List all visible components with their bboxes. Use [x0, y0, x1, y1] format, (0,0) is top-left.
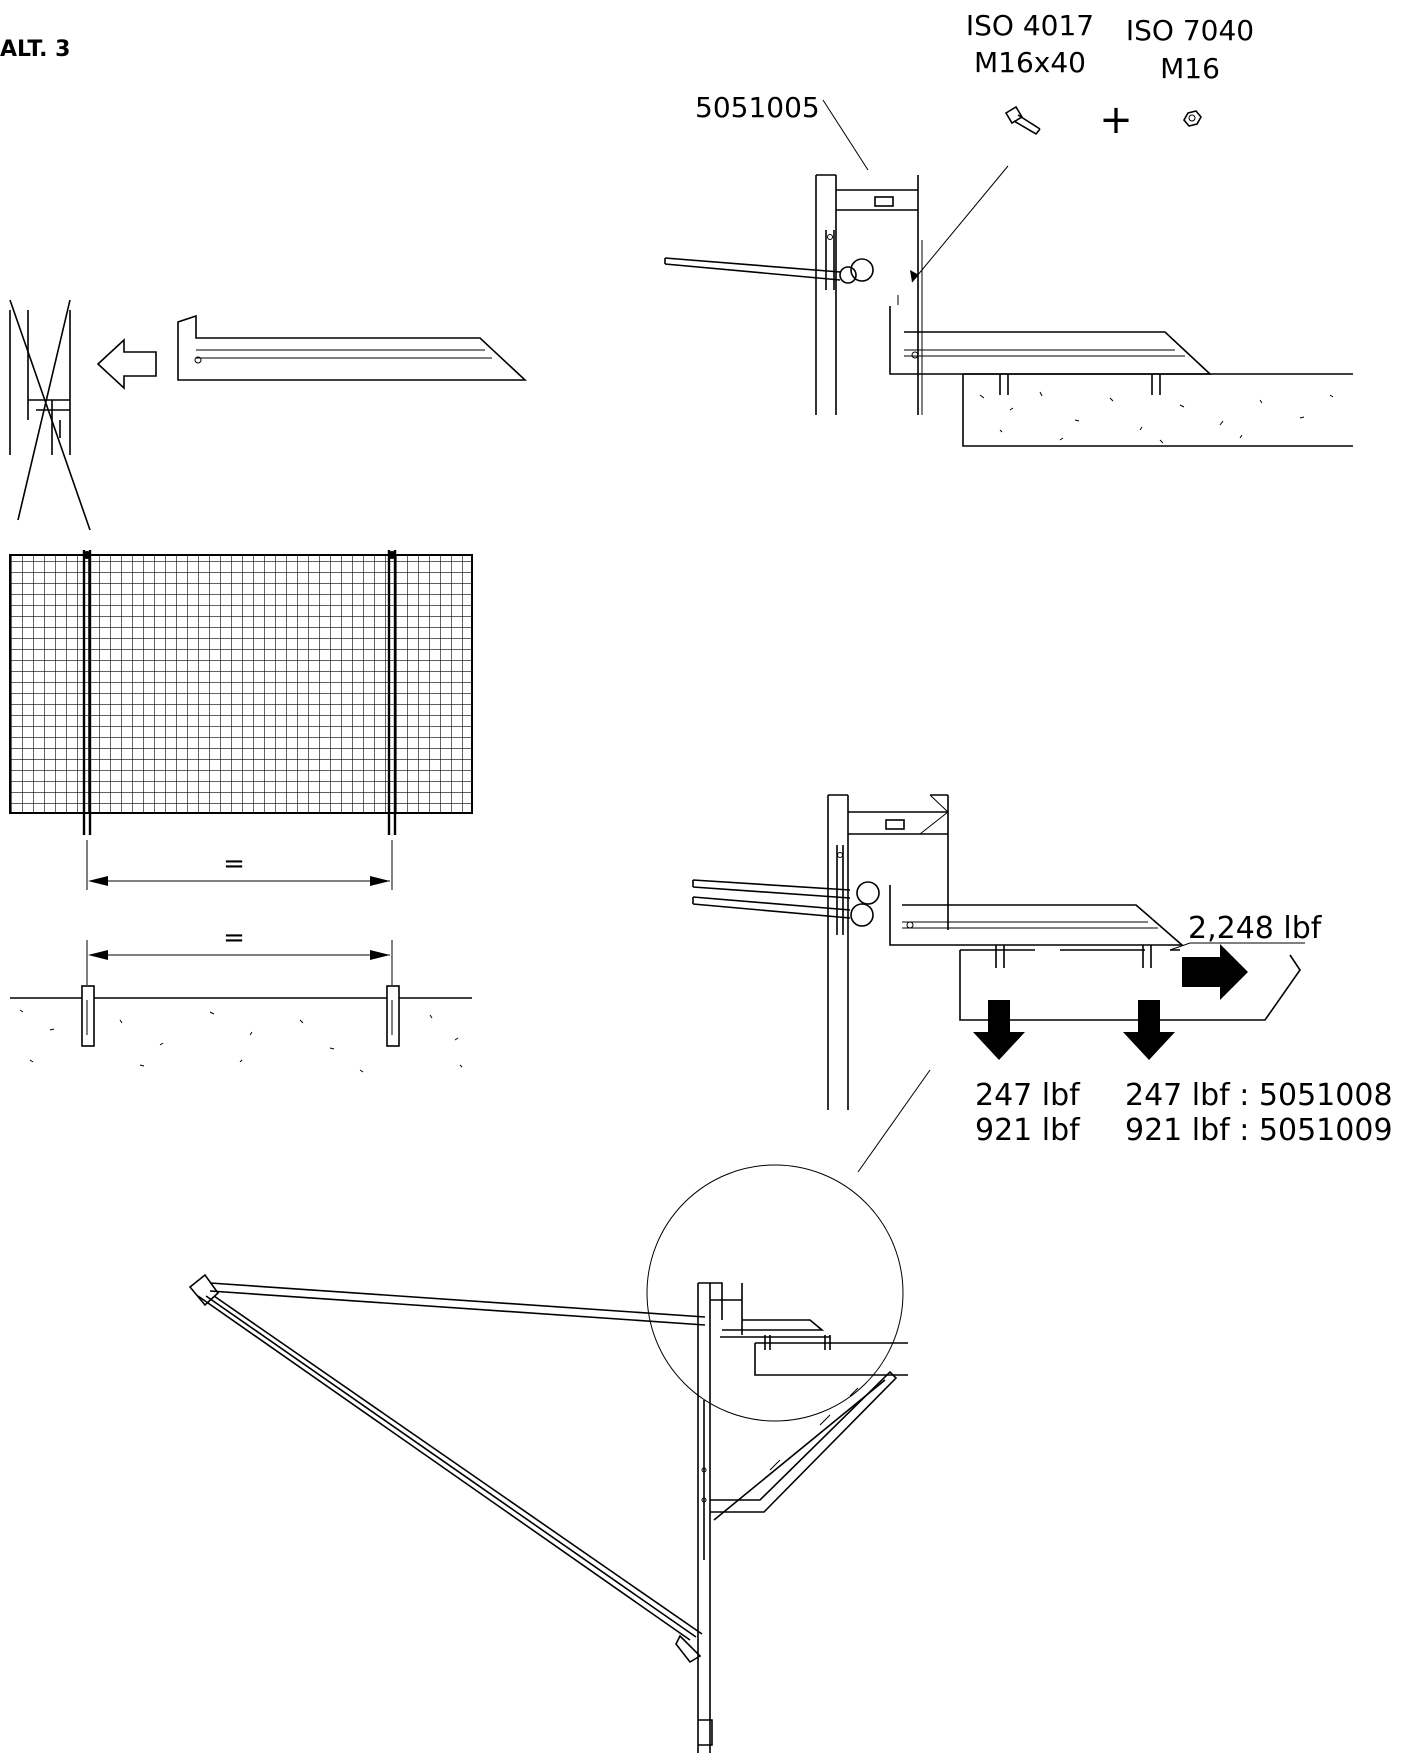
- vertical-load-arrow-left: [973, 1000, 1025, 1060]
- ground-texture: [19, 1009, 463, 1073]
- fastener-callout: ISO 4017 M16x40 ISO 7040 M16 +: [966, 9, 1254, 143]
- bolt-standard-label: ISO 4017: [966, 9, 1094, 42]
- bolt-size-label: M16x40: [974, 46, 1086, 79]
- nut-icon: [1183, 110, 1202, 127]
- part-number-label: 5051005: [695, 91, 820, 124]
- toe-board-side: [177, 314, 528, 381]
- insertion-arrow: [96, 338, 157, 390]
- ground-insert-right: [386, 985, 400, 1047]
- vertical-load-arrow-right: [1123, 1000, 1175, 1060]
- left-load-line2: 921 lbf: [975, 1113, 1081, 1148]
- cross-out-mark: [9, 299, 91, 531]
- nut-size-label: M16: [1160, 52, 1220, 85]
- horizontal-load-arrow: [1182, 944, 1248, 1000]
- plus-sign: +: [1099, 97, 1133, 143]
- nut-standard-label: ISO 7040: [1126, 14, 1254, 47]
- lower-equal-spacing: =: [223, 923, 245, 953]
- full-assembly-view: [188, 1164, 908, 1753]
- ground-insert-left: [81, 985, 95, 1047]
- toe-board-insertion-view: [9, 299, 528, 531]
- horizontal-load-label: 2,248 lbf: [1188, 911, 1323, 946]
- load-diagram-view: 2,248 lbf 247 lbf 921 lbf 247 lbf : 5051…: [692, 794, 1393, 1173]
- bolt-icon: [1004, 105, 1041, 136]
- left-load-line1: 247 lbf: [975, 1078, 1081, 1113]
- right-load-line2: 921 lbf : 5051009: [1125, 1113, 1393, 1148]
- sheet-label: ALT. 3: [0, 37, 70, 62]
- detail-circle: [646, 1164, 904, 1422]
- bracket-mount-view: 5051005: [664, 91, 1353, 447]
- upper-equal-spacing: =: [223, 849, 245, 879]
- right-load-line1: 247 lbf : 5051008: [1125, 1078, 1393, 1113]
- mesh-panel: [9, 554, 473, 814]
- mesh-panel-view: = =: [9, 550, 473, 1073]
- slab-texture: [979, 391, 1334, 444]
